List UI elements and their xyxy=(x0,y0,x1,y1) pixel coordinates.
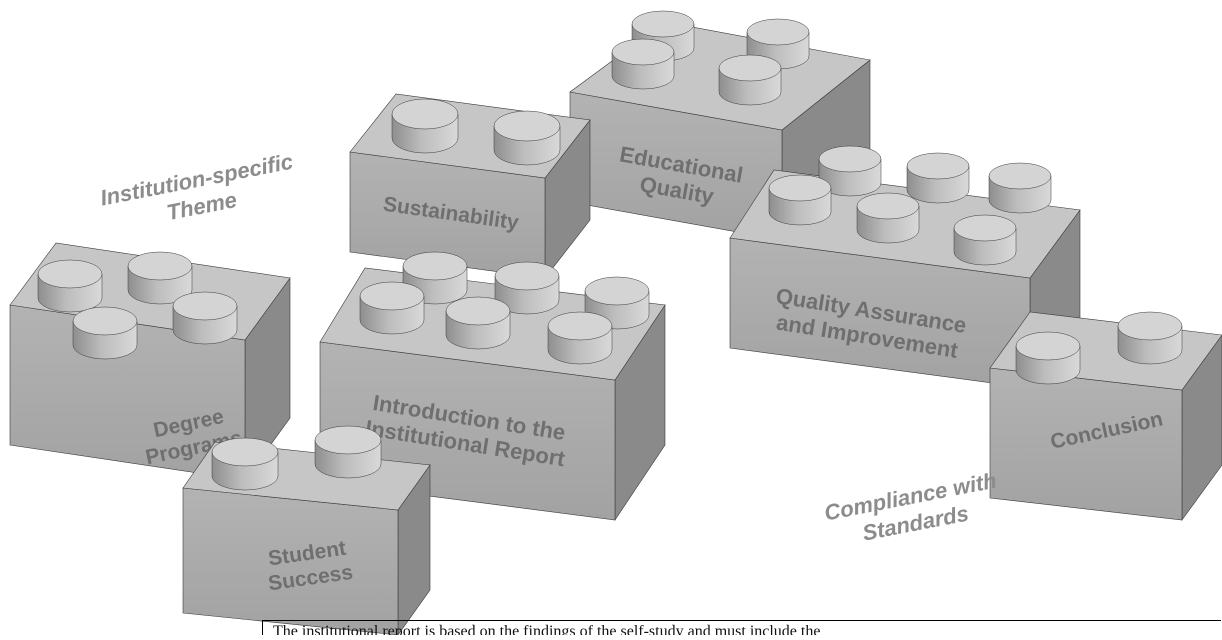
caption-text: The institutional report is based on the… xyxy=(273,623,821,635)
stud xyxy=(1015,331,1081,385)
block-sustainability: Sustainability xyxy=(349,93,591,279)
stud xyxy=(127,251,193,305)
stud xyxy=(856,192,920,244)
stud xyxy=(359,281,425,335)
caption-box: The institutional report is based on the… xyxy=(262,620,1221,635)
stud xyxy=(72,306,138,360)
stud xyxy=(211,437,279,491)
block-introduction: Introduction to theInstitutional Report xyxy=(319,251,666,521)
stud xyxy=(494,261,560,315)
block-degree-programs: DegreePrograms xyxy=(9,242,291,481)
stud xyxy=(314,425,382,479)
stud xyxy=(988,162,1052,214)
stud xyxy=(172,291,238,345)
stud xyxy=(1117,311,1183,365)
stud xyxy=(547,311,613,365)
stud xyxy=(37,259,103,313)
stud xyxy=(445,296,511,350)
block-conclusion: Conclusion xyxy=(989,311,1222,521)
stud xyxy=(906,152,970,204)
stud xyxy=(953,214,1017,266)
stud xyxy=(718,54,782,106)
stud xyxy=(818,145,882,197)
stud xyxy=(493,110,561,166)
block-quality-assurance: Quality Assuranceand Improvement xyxy=(729,145,1081,389)
block-student-success: StudentSuccess xyxy=(182,425,431,636)
block-educational-quality: EducationalQuality xyxy=(569,10,871,241)
stud xyxy=(611,38,675,90)
stud xyxy=(391,98,459,154)
stud xyxy=(768,174,832,226)
